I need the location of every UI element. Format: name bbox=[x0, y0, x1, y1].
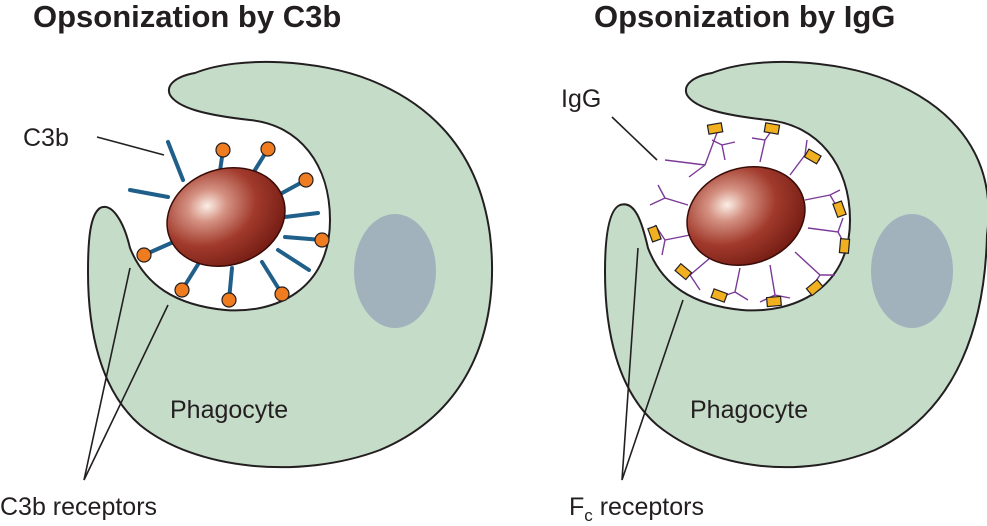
fc-receptor bbox=[674, 262, 693, 281]
phagocyte-cell-igg bbox=[603, 60, 987, 469]
phagocyte-label-igg: Phagocyte bbox=[690, 396, 808, 424]
fc-receptor bbox=[647, 224, 662, 243]
phagocyte-membrane bbox=[86, 60, 494, 469]
c3b-label: C3b bbox=[23, 124, 69, 152]
igg-leader-line bbox=[611, 116, 658, 161]
c3b-receptors bbox=[136, 141, 330, 308]
bacterium bbox=[166, 166, 286, 268]
c3b-molecule bbox=[283, 211, 320, 219]
igg-molecule bbox=[711, 139, 736, 161]
fc-receptor bbox=[805, 278, 824, 297]
c3b-receptor bbox=[174, 282, 190, 298]
c3b-receptor bbox=[221, 292, 237, 308]
fc-receptors-label: Fc receptors bbox=[569, 493, 704, 525]
igg-molecule bbox=[649, 184, 689, 206]
phagocyte-cell-c3b bbox=[86, 60, 494, 469]
fc-receptors-label-f: F bbox=[569, 493, 584, 521]
igg-molecule bbox=[751, 129, 773, 163]
panel-c3b: Opsonization by C3b bbox=[0, 0, 494, 521]
fc-receptor bbox=[832, 200, 847, 219]
c3b-leader-line bbox=[96, 136, 165, 156]
c3b-receptor bbox=[298, 172, 314, 188]
c3b-receptor bbox=[136, 247, 152, 263]
nucleus bbox=[871, 214, 953, 328]
c3b-molecule bbox=[128, 188, 170, 199]
fc-receptors-label-rest: receptors bbox=[593, 493, 704, 521]
c3b-molecule bbox=[276, 248, 311, 272]
panel-title-c3b: Opsonization by C3b bbox=[33, 0, 341, 34]
igg-molecule bbox=[664, 129, 719, 178]
fc-receptor bbox=[763, 122, 781, 135]
panel-title-igg: Opsonization by IgG bbox=[594, 0, 895, 34]
bacterium bbox=[686, 165, 806, 267]
phagocyte-membrane bbox=[603, 60, 987, 469]
fc-receptors-label-subscript: c bbox=[584, 506, 593, 525]
fc-receptor bbox=[765, 295, 782, 308]
phagocyte-label-c3b: Phagocyte bbox=[170, 396, 288, 424]
fc-receptor bbox=[710, 288, 729, 303]
panel-igg: Opsonization by IgG bbox=[561, 0, 987, 525]
c3b-receptor bbox=[260, 141, 276, 157]
nucleus bbox=[354, 214, 436, 328]
fc-receptor bbox=[803, 148, 822, 165]
c3b-receptor bbox=[274, 286, 290, 302]
fc-receptors bbox=[647, 122, 851, 308]
c3b-molecule bbox=[166, 140, 185, 182]
c3b-receptor-leader-lines bbox=[83, 267, 169, 481]
fc-receptor bbox=[706, 122, 724, 135]
fc-receptor-leader-lines bbox=[621, 247, 684, 481]
igg-molecule bbox=[807, 217, 846, 246]
igg-label: IgG bbox=[561, 85, 601, 113]
c3b-receptors-label: C3b receptors bbox=[0, 493, 157, 521]
igg-molecule bbox=[654, 224, 691, 256]
fc-receptor bbox=[838, 237, 851, 254]
c3b-receptor bbox=[314, 232, 330, 248]
c3b-receptor bbox=[215, 142, 231, 158]
